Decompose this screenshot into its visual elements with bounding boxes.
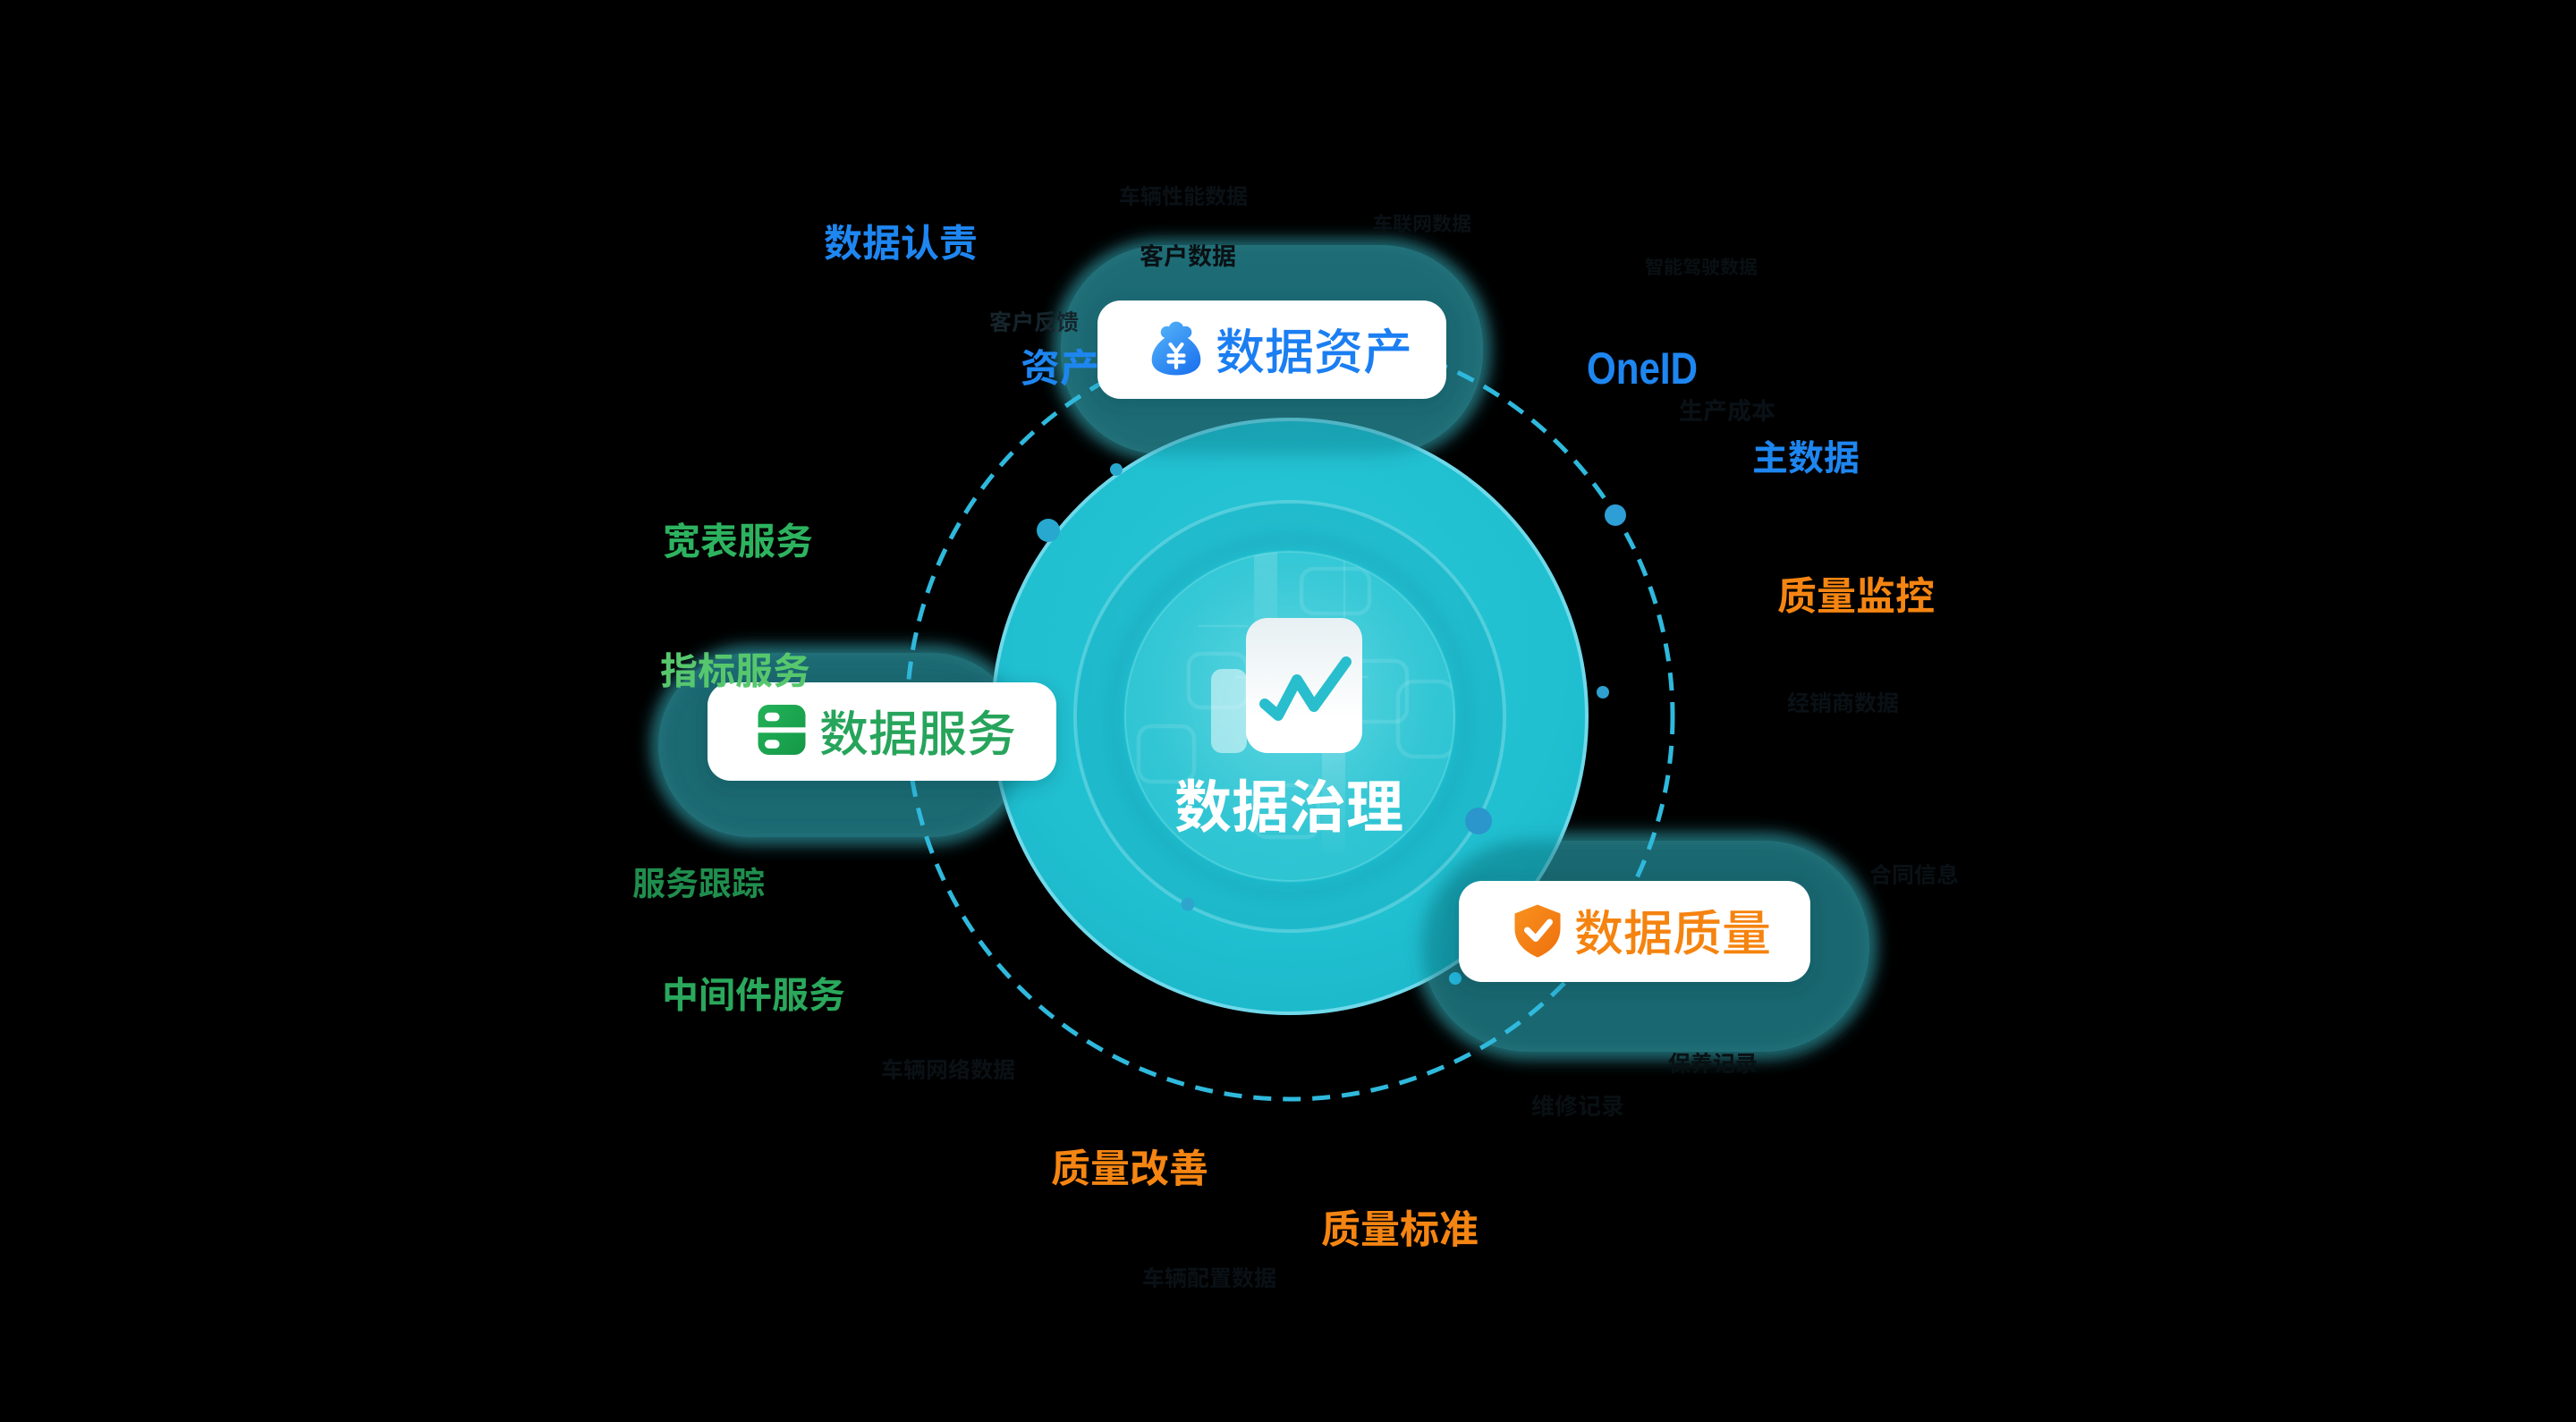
svg-text:OneID: OneID [1587, 343, 1698, 394]
